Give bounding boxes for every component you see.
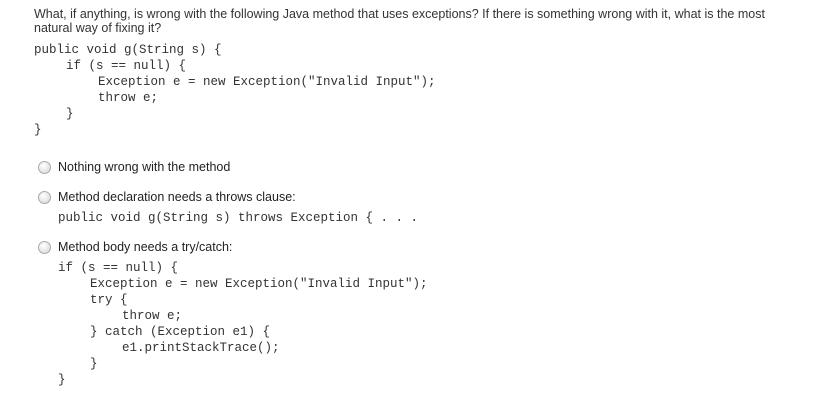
code-line: Exception e = new Exception("Invalid Inp… [98, 75, 436, 89]
option-try-catch[interactable]: Method body needs a try/catch: [38, 238, 232, 256]
code-line: throw e; [98, 91, 159, 105]
code-line: try { [90, 293, 128, 307]
code-line: if (s == null) { [58, 261, 179, 275]
code-line: public void g(String s) { [34, 43, 222, 57]
radio-button[interactable] [38, 160, 51, 174]
code-line: Exception e = new Exception("Invalid Inp… [90, 277, 428, 291]
option-nothing-wrong[interactable]: Nothing wrong with the method [38, 158, 230, 176]
question-code-block: public void g(String s) { if (s == null) … [34, 42, 436, 138]
radio-button[interactable] [38, 190, 51, 204]
code-line: public void g(String s) throws Exception… [58, 211, 419, 225]
radio-button[interactable] [38, 240, 51, 254]
option-label: Method body needs a try/catch: [58, 240, 233, 254]
code-line: throw e; [122, 309, 183, 323]
question-text: What, if anything, is wrong with the fol… [34, 7, 765, 35]
code-line: if (s == null) { [66, 59, 187, 73]
code-line: } [90, 357, 98, 371]
option-label: Nothing wrong with the method [58, 160, 231, 174]
code-line: e1.printStackTrace(); [122, 341, 280, 355]
option-code-block: if (s == null) { Exception e = new Except… [58, 260, 428, 388]
code-line: } [34, 123, 42, 137]
code-line: } [66, 107, 74, 121]
option-label: Method declaration needs a throws clause… [58, 190, 296, 204]
option-throws-clause[interactable]: Method declaration needs a throws clause… [38, 188, 296, 206]
option-code-block: public void g(String s) throws Exception… [58, 210, 418, 226]
code-line: } [58, 373, 66, 387]
code-line: } catch (Exception e1) { [90, 325, 271, 339]
